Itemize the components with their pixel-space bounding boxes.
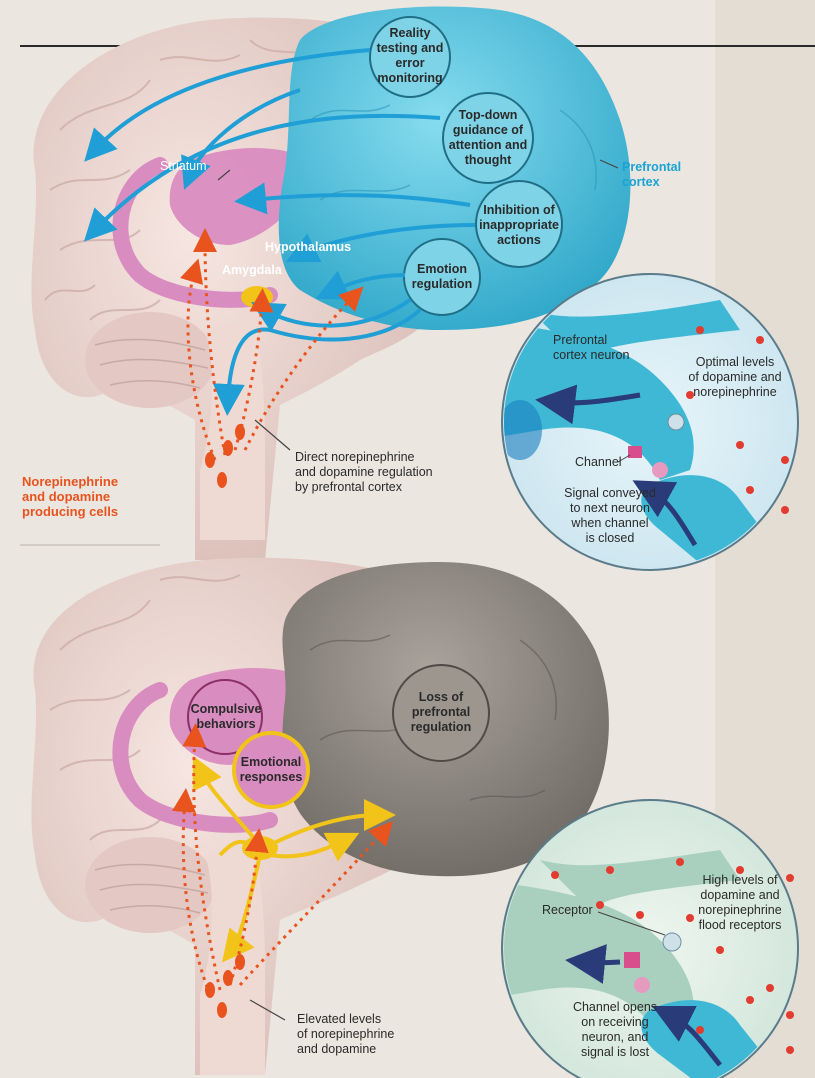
- channel-label: Channel: [575, 455, 635, 470]
- receptor-bottom-lower: [634, 977, 650, 993]
- channel-opens-label: Channel opens on receiving neuron, and s…: [560, 1000, 670, 1060]
- receptor-label: Receptor: [542, 903, 612, 918]
- striatum-label: Striatum: [160, 159, 240, 174]
- amygdala-label: Amygdala: [222, 263, 302, 278]
- receptor-top: [652, 462, 668, 478]
- bubble-topdown-label: Top-down guidance of attention and thoug…: [443, 108, 533, 168]
- elevated-levels-label: Elevated levels of norepinephrine and do…: [297, 1012, 457, 1057]
- neuron-label: Prefrontal cortex neuron: [553, 333, 653, 363]
- hypothalamus-label: Hypothalamus: [265, 240, 375, 255]
- bubble-emotion-label: Emotion regulation: [402, 262, 482, 292]
- direct-regulation-label: Direct norepinephrine and dopamine regul…: [295, 450, 475, 495]
- bubble-loss-label: Loss of prefrontal regulation: [395, 690, 487, 735]
- channel-open: [624, 952, 640, 968]
- bubble-compulsive-label: Compulsive behaviors: [186, 702, 266, 732]
- receptor-bottom-upper: [663, 933, 681, 951]
- high-levels-label: High levels of dopamine and norepinephri…: [680, 873, 800, 933]
- bubble-emotional-label: Emotional responses: [231, 755, 311, 785]
- optimal-levels-label: Optimal levels of dopamine and norepinep…: [680, 355, 790, 400]
- prefrontal-cortex-label: Prefrontal cortex: [622, 160, 712, 190]
- top-amygdala: [241, 286, 273, 308]
- bubble-inhibition-label: Inhibition of inappropriate actions: [474, 203, 564, 248]
- bubble-reality-label: Reality testing and error monitoring: [370, 26, 450, 86]
- ne-da-cells-label: Norepinephrine and dopamine producing ce…: [22, 474, 162, 519]
- signal-conveyed-label: Signal conveyed to next neuron when chan…: [555, 486, 665, 546]
